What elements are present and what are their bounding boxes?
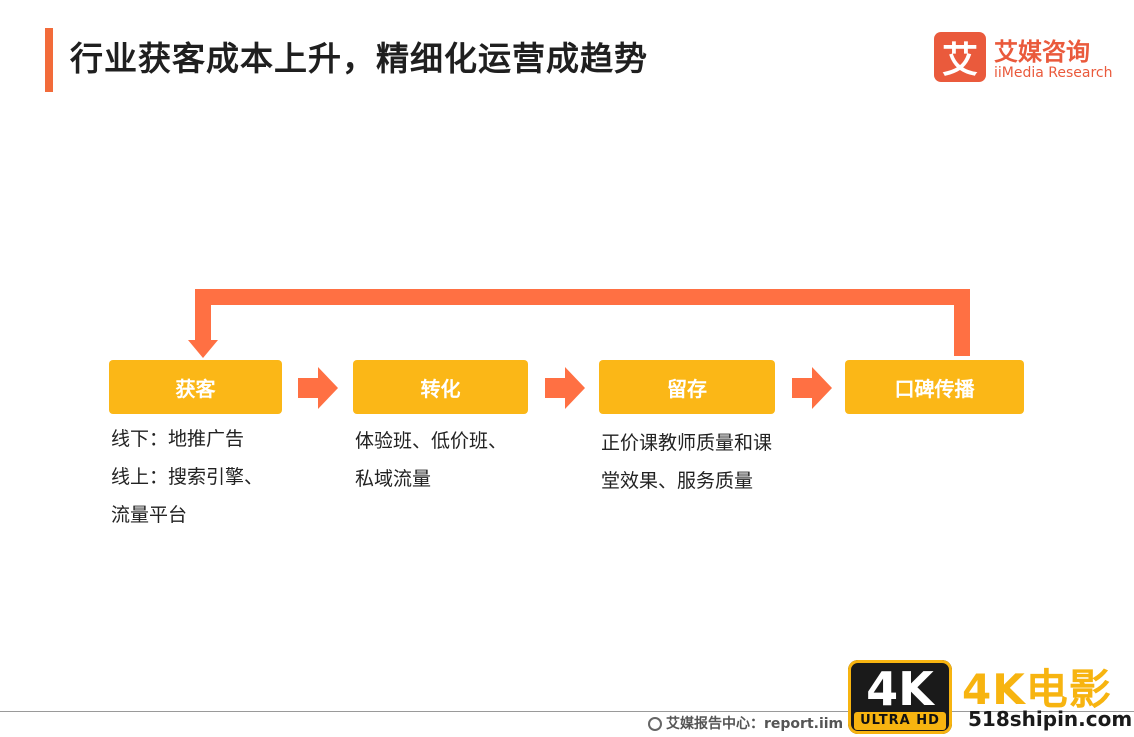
feedback-loop-arrowhead [188, 340, 218, 358]
watermark-4k-badge: 4K ULTRA HD [848, 660, 952, 734]
logo-name-en: iiMedia Research [994, 65, 1113, 81]
logo-name-cn: 艾媒咨询 [994, 38, 1090, 66]
flow-arrow-2 [545, 367, 585, 409]
page-title: 行业获客成本上升，精细化运营成趋势 [70, 39, 648, 78]
globe-icon [648, 717, 662, 731]
flow-arrow-1 [298, 367, 338, 409]
footer-source-text: 艾媒报告中心：report.iim [666, 716, 844, 732]
watermark-badge-main: 4K [866, 662, 934, 716]
watermark-title: 4K电影 [962, 665, 1112, 714]
feedback-loop-line [195, 289, 970, 356]
title-accent-bar [45, 28, 53, 92]
iimedia-logo: 艾 艾媒咨询 iiMedia Research [934, 32, 1114, 86]
stage-word-of-mouth: 口碑传播 [845, 360, 1024, 414]
watermark-badge-sub: ULTRA HD [854, 712, 946, 730]
footer-divider [0, 711, 1134, 712]
footer-source: 艾媒报告中心：report.iim [648, 713, 843, 733]
stage-retention-description: 正价课教师质量和课 堂效果、服务质量 [601, 432, 773, 492]
logo-mark: 艾 [934, 32, 986, 82]
watermark-site: 518shipin.com [968, 707, 1133, 731]
flow-arrow-3 [792, 367, 832, 409]
stage-acquisition: 获客 [109, 360, 282, 414]
stage-acquisition-description: 线下：地推广告 线上：搜索引擎、 流量平台 [111, 428, 264, 526]
stage-conversion: 转化 [353, 360, 528, 414]
stage-conversion-description: 体验班、低价班、 私域流量 [355, 430, 508, 490]
stage-retention: 留存 [599, 360, 775, 414]
